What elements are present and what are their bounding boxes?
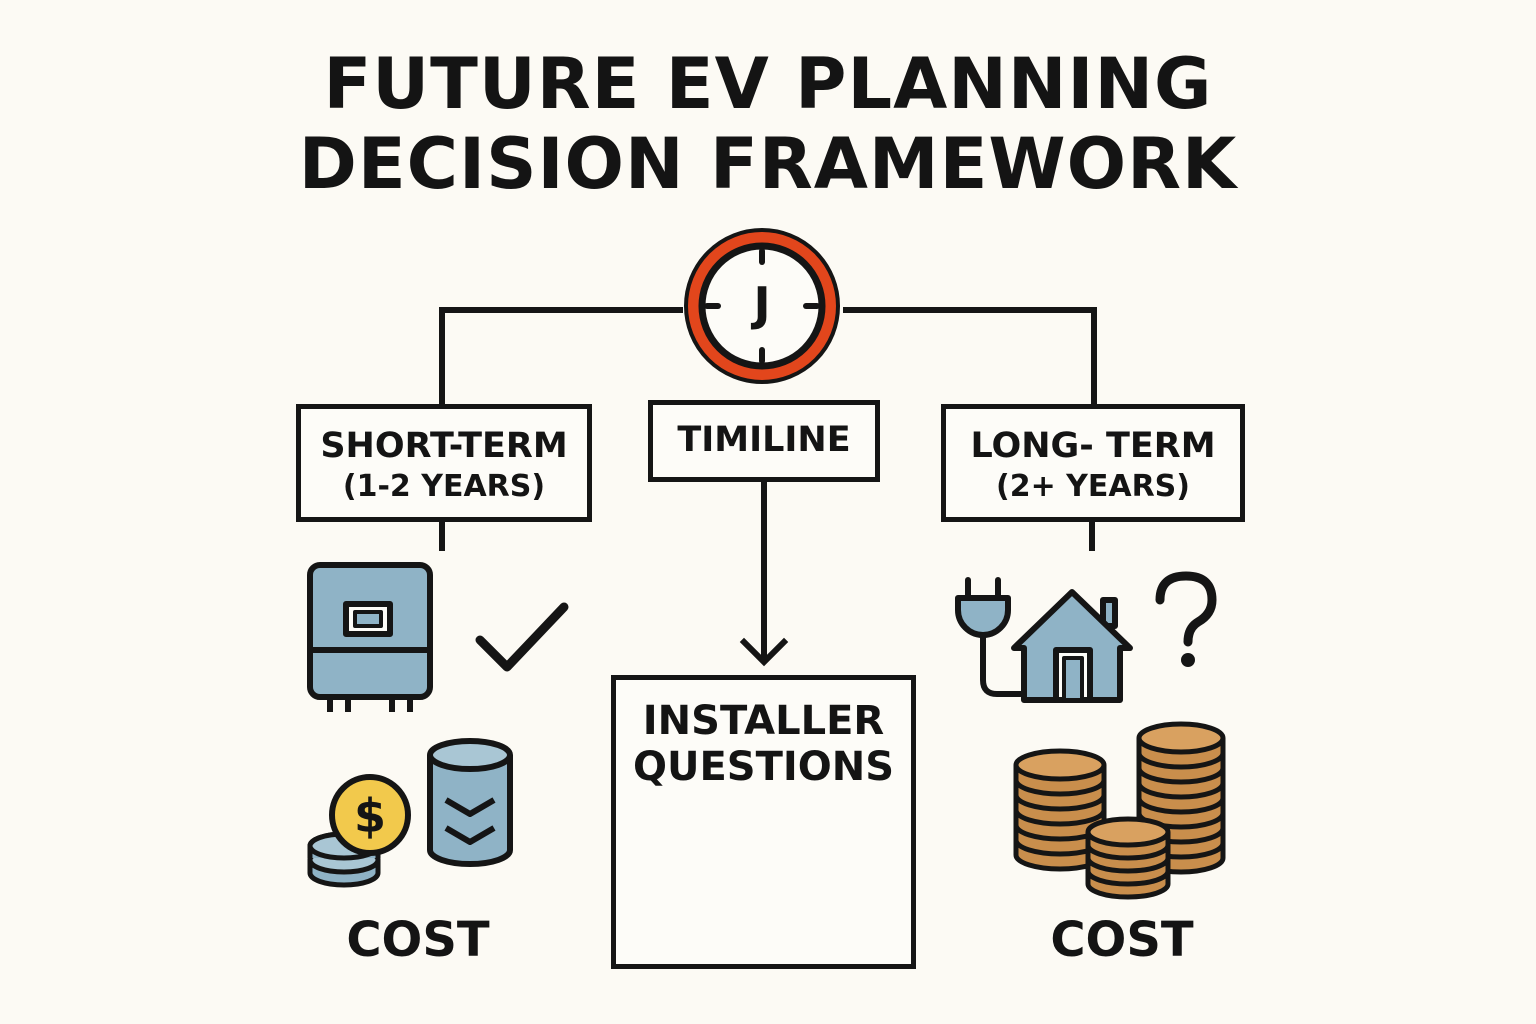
gold-coin-stacks-icon [1013, 721, 1226, 900]
coin-stack [1013, 748, 1107, 872]
clock-icon: J [684, 228, 840, 384]
installer-title-line-1: INSTALLER [642, 698, 885, 744]
installer-questions-card: INSTALLER QUESTIONS [611, 675, 916, 969]
dollar-coin-icon: $ [329, 774, 411, 856]
checkmark-icon [475, 602, 569, 672]
charging-plug-icon [955, 577, 1027, 697]
clock-glyph: J [750, 277, 770, 331]
long-term-range: (2+ YEARS) [995, 469, 1191, 504]
connector-right [843, 307, 1097, 407]
coin-stack [1085, 816, 1171, 900]
installer-questions-title: INSTALLER QUESTIONS [616, 698, 911, 790]
electrical-panel-icon [307, 562, 433, 712]
long-term-label: LONG- TERM [970, 426, 1216, 466]
arrow-head [739, 637, 789, 667]
svg-text:$: $ [354, 789, 386, 843]
long-term-box: LONG- TERM (2+ YEARS) [941, 404, 1245, 522]
short-term-range: (1-2 YEARS) [342, 469, 546, 504]
installer-title-line-2: QUESTIONS [632, 744, 895, 790]
page-title: FUTURE EV PLANNING DECISION FRAMEWORK [0, 44, 1536, 204]
title-line-2: DECISION FRAMEWORK [298, 123, 1238, 205]
short-term-box: SHORT-TERM (1-2 YEARS) [296, 404, 592, 522]
short-term-cost-label: COST [346, 912, 490, 968]
connector-left [439, 307, 683, 407]
battery-storage-icon [427, 738, 513, 867]
timeline-label: TIMILINE [677, 420, 851, 460]
house-icon [1011, 589, 1133, 703]
connector-lines [439, 307, 1097, 667]
timeline-box: TIMILINE [648, 400, 880, 482]
short-term-label: SHORT-TERM [320, 426, 568, 466]
question-mark-icon [1155, 571, 1217, 667]
title-line-1: FUTURE EV PLANNING [323, 43, 1213, 125]
long-term-cost-label: COST [1050, 912, 1194, 968]
